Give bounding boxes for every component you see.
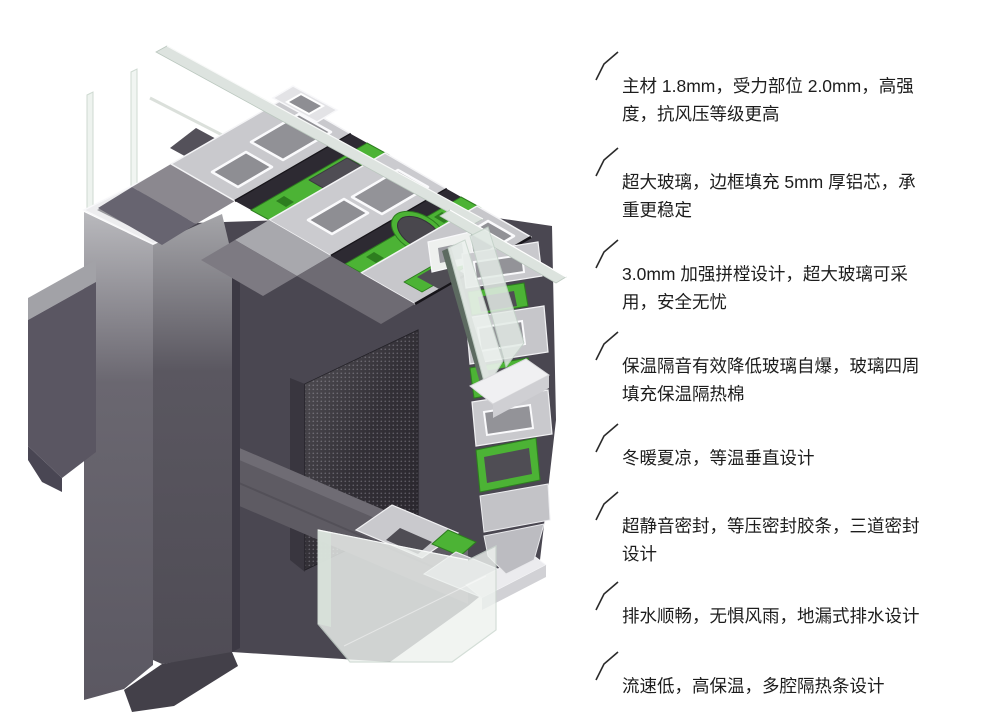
feature-text: 超大玻璃，边框填充 5mm 厚铝芯，承 重更稳定 [622,172,916,220]
feature-note-7: 排水顺畅，无惧风雨，地漏式排水设计 [594,580,974,630]
leader-slash-icon [595,51,619,81]
feature-note-3: 3.0mm 加强拼樘设计，超大玻璃可采 用，安全无忧 [594,238,974,316]
insulation-foam [484,448,532,483]
feature-note-1: 主材 1.8mm，受力部位 2.0mm，高强 度，抗风压等级更高 [594,50,974,128]
leader-slash-icon [595,331,619,361]
feature-text: 冬暖夏凉，等温垂直设计 [622,448,815,468]
feature-text: 3.0mm 加强拼樘设计，超大玻璃可采 用，安全无忧 [622,264,908,312]
glass-edge-strip [155,45,484,226]
profile-chamber [306,197,370,236]
bottom-glass-pane [317,529,497,663]
frame-side-fin [28,260,96,492]
feature-note-8: 流速低，高保温，多腔隔热条设计 [594,650,974,700]
profile-chamber [210,150,274,189]
feature-note-6: 超静音密封，等压密封胶条，三道密封 设计 [594,490,974,568]
leader-slash-icon [595,239,619,269]
feature-note-2: 超大玻璃，边框填充 5mm 厚铝芯，承 重更稳定 [594,146,974,224]
leader-slash-icon [595,423,619,453]
leader-slash-icon [595,491,619,521]
leader-slash-icon [595,651,619,681]
glazing-unit-right [439,209,567,418]
feature-note-4: 保温隔音有效降低玻璃自爆，玻璃四周 填充保温隔热棉 [594,330,974,408]
raised-chamber [271,85,339,123]
feature-text: 保温隔音有效降低玻璃自爆，玻璃四周 填充保温隔热棉 [622,356,920,404]
feature-text: 主材 1.8mm，受力部位 2.0mm，高强 度，抗风压等级更高 [622,76,914,124]
feature-text: 流速低，高保温，多腔隔热条设计 [622,676,885,696]
feature-text: 排水顺畅，无惧风雨，地漏式排水设计 [622,606,920,626]
leader-slash-icon [595,581,619,611]
feature-text: 超静音密封，等压密封胶条，三道密封 设计 [622,516,920,564]
leader-slash-icon [595,147,619,177]
feature-note-5: 冬暖夏凉，等温垂直设计 [594,422,974,472]
